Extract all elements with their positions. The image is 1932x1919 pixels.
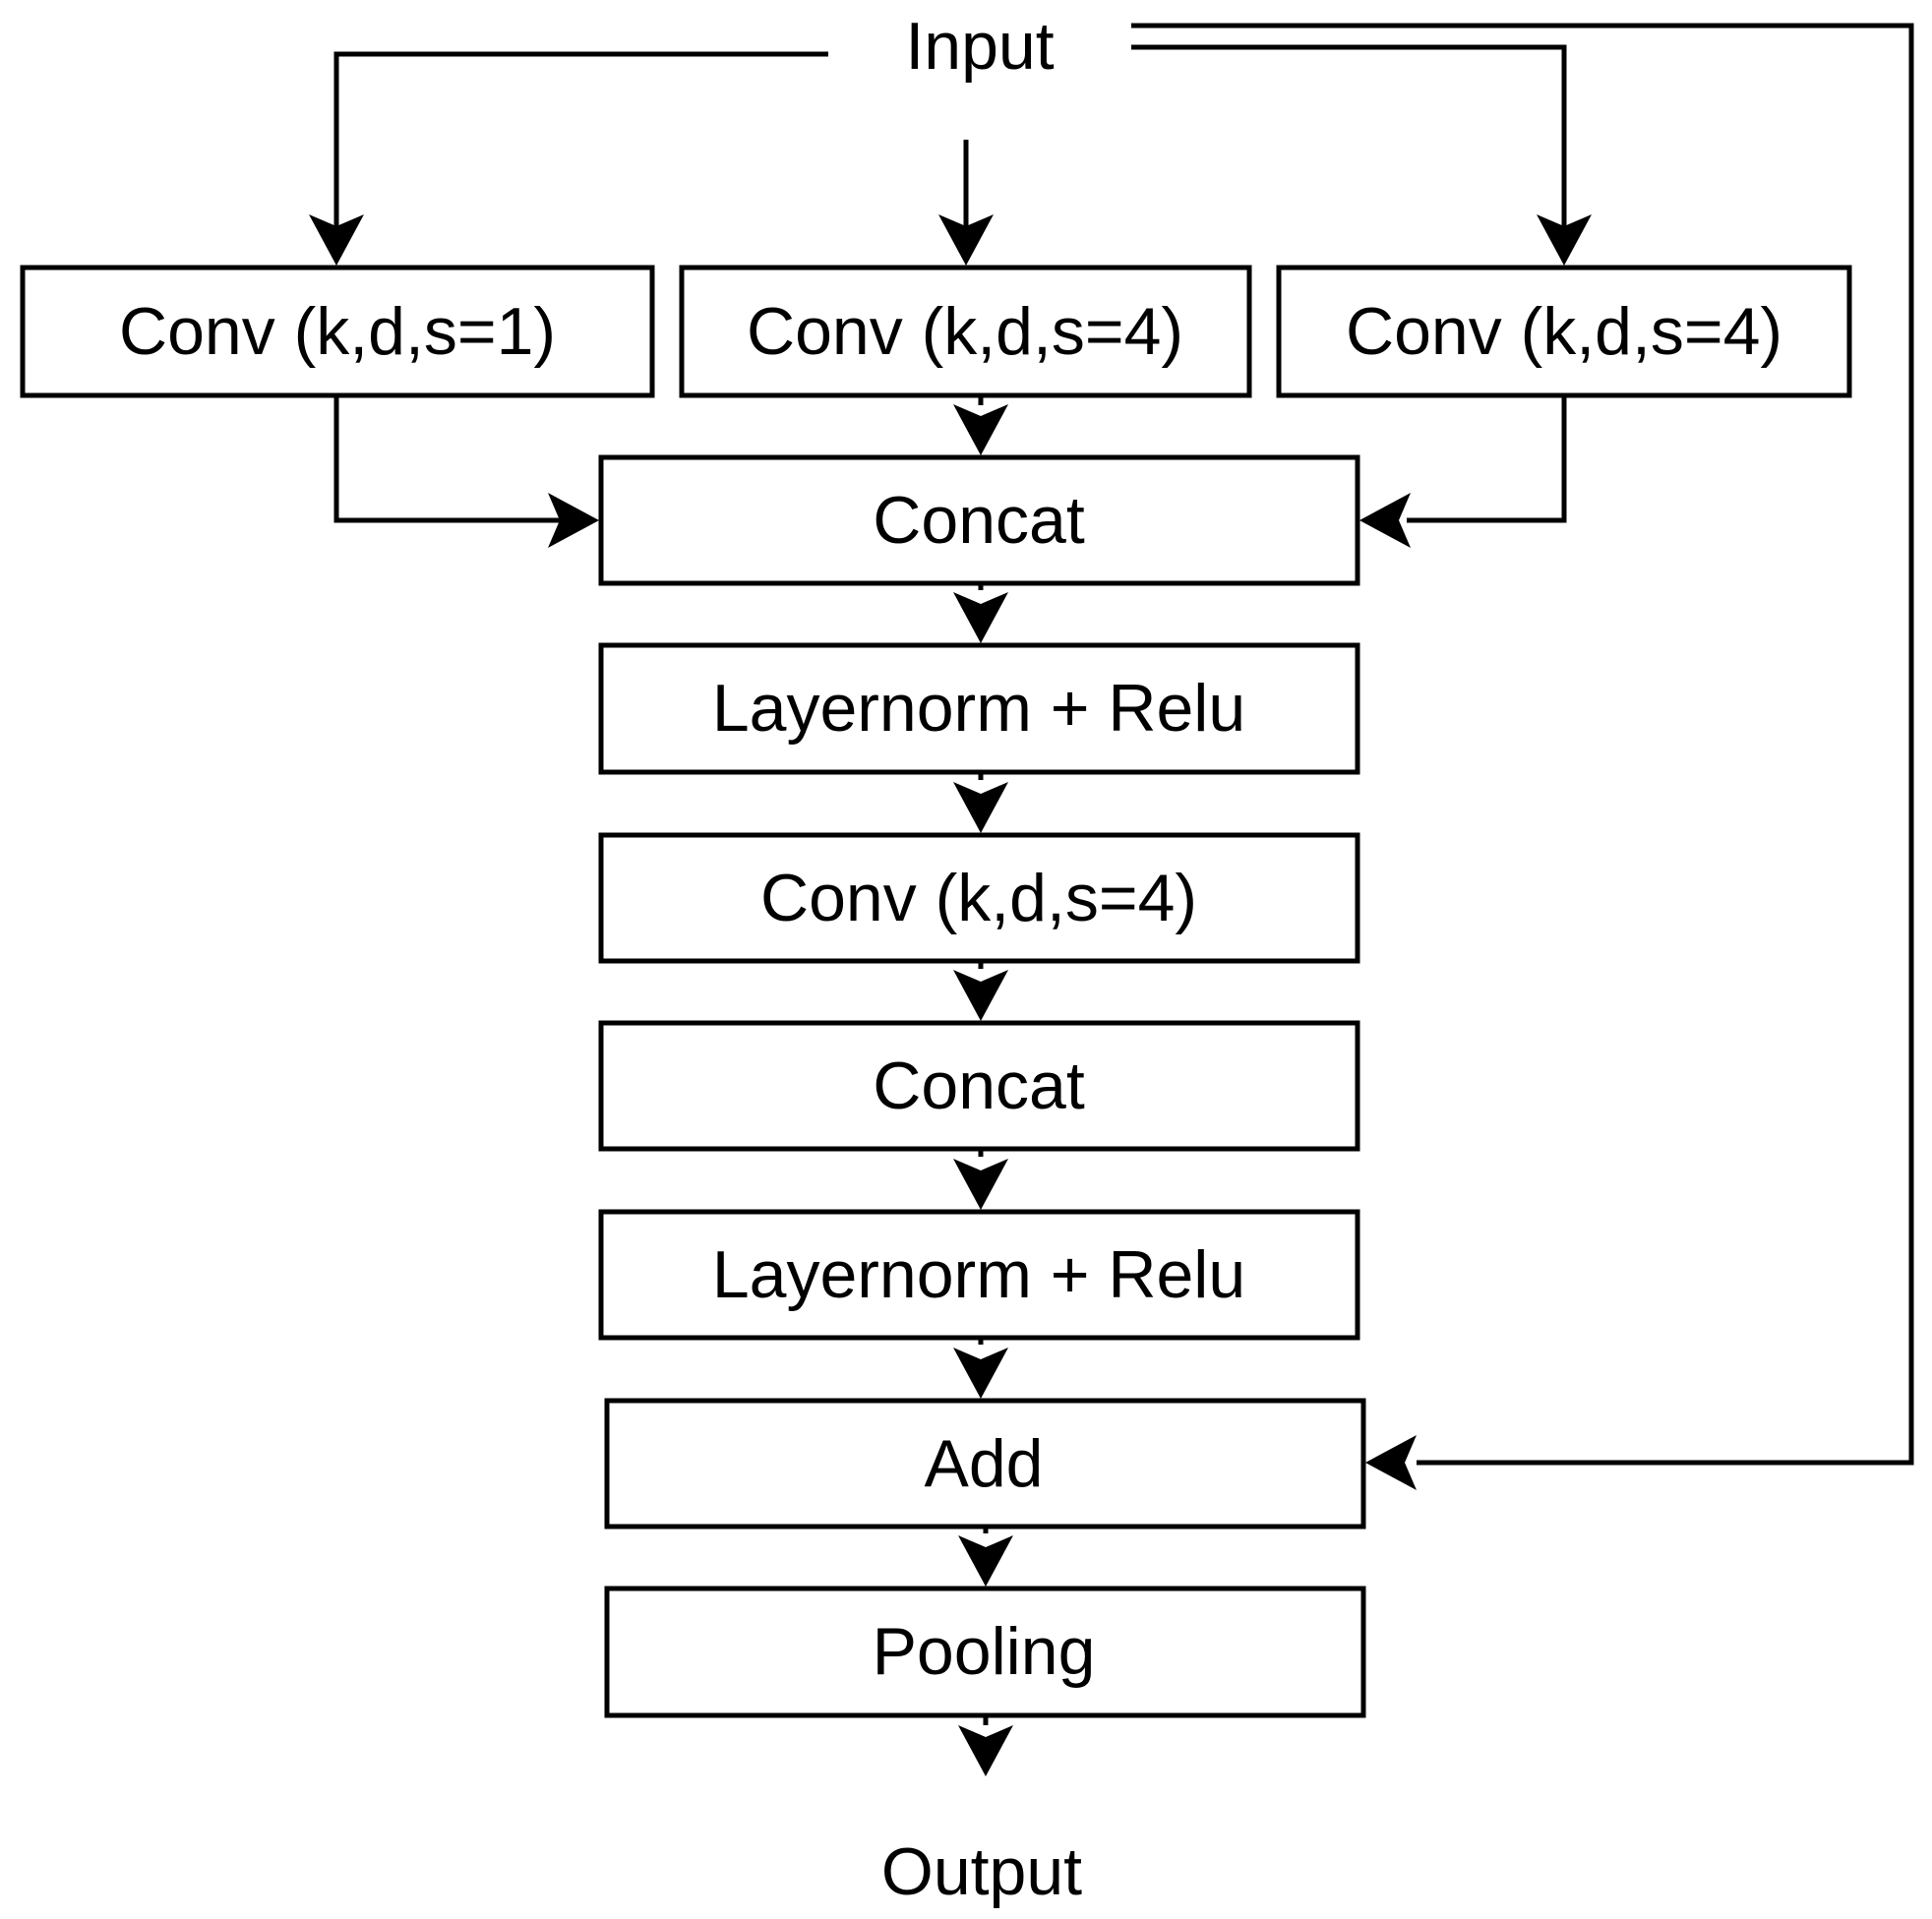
conv-branch-3-label: Conv (k,d,s=4) <box>1346 294 1782 369</box>
arrowhead-concat-1-right <box>1359 493 1411 548</box>
arrowhead-conv-branch-3 <box>1537 214 1592 266</box>
arrowhead-add-top <box>953 1348 1008 1399</box>
conv-branch-1-label: Conv (k,d,s=1) <box>119 294 556 369</box>
layernorm-relu-1-label: Layernorm + Relu <box>712 671 1245 746</box>
edge-conv-branch-3-to-concat-1 <box>1407 395 1567 523</box>
layernorm-relu-2-box <box>598 1209 1360 1341</box>
arrowhead-concat-1-left <box>548 493 599 548</box>
edge-input-to-conv-branch-3 <box>1131 44 1567 228</box>
arrowhead-conv-branch-1 <box>309 214 364 266</box>
arrowhead-output <box>958 1725 1013 1776</box>
input-label: Input <box>905 9 1054 84</box>
add-label: Add <box>925 1426 1044 1501</box>
pooling-box <box>604 1586 1366 1718</box>
layernorm-relu-2-label: Layernorm + Relu <box>712 1237 1245 1312</box>
arrowheads <box>309 214 1592 1776</box>
arrowhead-conv-branch-2 <box>938 214 994 266</box>
concat-2-box <box>598 1020 1360 1152</box>
arrowhead-concat-1-top <box>953 404 1008 455</box>
arrowhead-concat-2 <box>953 970 1008 1021</box>
conv-branch-2-box <box>679 265 1252 398</box>
output-label: Output <box>881 1834 1082 1909</box>
edge-input-to-add <box>1131 23 1914 1466</box>
concat-1-box <box>598 454 1360 586</box>
nodes <box>20 265 1852 1718</box>
edge-input-to-conv-branch-1 <box>333 51 828 228</box>
arrowhead-layernorm-relu-2 <box>953 1159 1008 1210</box>
conv-main-label: Conv (k,d,s=4) <box>760 861 1197 935</box>
concat-1-label: Concat <box>873 483 1085 558</box>
conv-branch-2-label: Conv (k,d,s=4) <box>747 294 1183 369</box>
edge-conv-branch-1-to-concat-1 <box>333 395 561 523</box>
pooling-label: Pooling <box>873 1614 1096 1689</box>
arrowhead-add-right <box>1365 1435 1417 1490</box>
layernorm-relu-1-box <box>598 642 1360 775</box>
conv-main-box <box>598 832 1360 964</box>
conv-branch-3-box <box>1276 265 1852 398</box>
add-box <box>604 1398 1366 1529</box>
concat-2-label: Concat <box>873 1049 1085 1123</box>
arrowhead-layernorm-relu-1 <box>953 592 1008 643</box>
labels: Input Conv (k,d,s=1) Conv (k,d,s=4) Conv… <box>119 9 1782 1909</box>
arrowhead-pooling <box>958 1535 1013 1587</box>
arrowhead-conv-main <box>953 782 1008 833</box>
conv-branch-1-box <box>20 265 655 398</box>
